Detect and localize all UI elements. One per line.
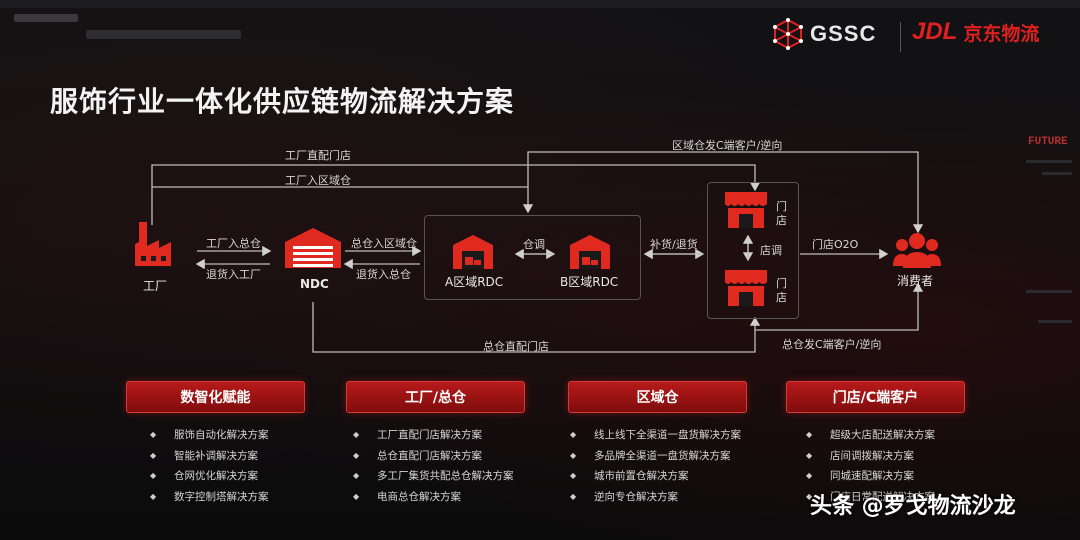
category-header-store-c: 门店/C端客户: [786, 381, 965, 413]
gssc-cube-icon: [773, 18, 803, 50]
list-item: 同城速配解决方案: [806, 466, 935, 487]
list-item: 逆向专仓解决方案: [570, 487, 741, 508]
line-main-direct-store: [312, 302, 761, 353]
blurred-header-text: [86, 30, 241, 39]
top-strip: [0, 0, 1080, 8]
list-item: 多工厂集货共配总仓解决方案: [353, 466, 514, 487]
store-group-box: [707, 182, 799, 319]
deco-line: [1026, 160, 1072, 163]
list-item: 电商总仓解决方案: [353, 487, 514, 508]
rdc-b-warehouse-icon: [570, 235, 610, 269]
label-main-direct-store: 总仓直配门店: [483, 340, 549, 353]
label-replenish-return: 补货/退货: [650, 238, 698, 251]
list-item: 服饰自动化解决方案: [150, 425, 269, 446]
page-title: 服饰行业一体化供应链物流解决方案: [50, 85, 515, 118]
rdc-b-label: B区域RDC: [560, 275, 619, 289]
label-factory-to-region: 工厂入区域仓: [285, 174, 351, 187]
label-return-to-main: 退货入总仓: [356, 268, 411, 281]
deco-line: [1042, 172, 1072, 175]
list-item: 总仓直配门店解决方案: [353, 446, 514, 467]
label-main-to-c: 总仓发C端客户/逆向: [782, 338, 882, 351]
list-item: 多品牌全渠道一盘货解决方案: [570, 446, 741, 467]
label-warehouse-transfer: 仓调: [523, 238, 545, 251]
watermark: 头条 @罗戈物流沙龙: [810, 494, 1016, 519]
factory-label: 工厂: [143, 279, 168, 293]
label-factory-to-main: 工厂入总仓: [206, 237, 261, 250]
category-header-region: 区域仓: [568, 381, 747, 413]
consumer-label: 消费者: [897, 274, 934, 288]
future-tag: FUTURE: [1028, 136, 1068, 148]
logo-divider: [900, 22, 901, 52]
list-item: 超级大店配送解决方案: [806, 425, 935, 446]
category-list-store-c: 超级大店配送解决方案 店间调拨解决方案 同城速配解决方案 门店日常配送解决方案: [806, 425, 935, 507]
list-item: 工厂直配门店解决方案: [353, 425, 514, 446]
ndc-warehouse-icon: [285, 228, 341, 268]
label-main-to-region: 总仓入区域仓: [351, 237, 417, 250]
label-region-to-c: 区域仓发C端客户/逆向: [672, 139, 783, 152]
category-header-factory-main: 工厂/总仓: [346, 381, 525, 413]
label-factory-direct-store: 工厂直配门店: [285, 149, 351, 162]
jdl-logo-text: JDL: [912, 18, 958, 45]
label-store-o2o: 门店O2O: [812, 238, 859, 251]
category-list-region: 线上线下全渠道一盘货解决方案 多品牌全渠道一盘货解决方案 城市前置仓解决方案 逆…: [570, 425, 741, 507]
consumer-icon: [893, 233, 941, 268]
label-store-transfer: 店调: [760, 244, 782, 257]
gssc-logo-text: GSSC: [810, 21, 877, 46]
store-top-icon: [725, 192, 767, 228]
list-item: 数字控制塔解决方案: [150, 487, 269, 508]
label-return-to-factory: 退货入工厂: [206, 268, 261, 281]
line-factory-to-region: [152, 186, 534, 214]
gssc-logo: GSSC: [772, 18, 876, 50]
store-bottom-label: 门店: [776, 277, 787, 304]
store-bottom-icon: [725, 270, 767, 306]
deco-line: [1038, 320, 1072, 323]
category-list-factory-main: 工厂直配门店解决方案 总仓直配门店解决方案 多工厂集货共配总仓解决方案 电商总仓…: [353, 425, 514, 507]
factory-icon: [135, 222, 171, 266]
line-region-to-c: [527, 151, 924, 234]
jdl-logo: JDL 京东物流: [912, 18, 1039, 46]
rdc-a-label: A区域RDC: [445, 275, 504, 289]
line-factory-direct-store: [151, 164, 761, 225]
blurred-header-text: [14, 14, 78, 22]
jdl-logo-cn-text: 京东物流: [963, 22, 1040, 45]
ndc-label: NDC: [300, 277, 329, 291]
store-top-label: 门店: [776, 200, 787, 227]
list-item: 门店日常配送解决方案: [806, 487, 935, 508]
category-list-digital: 服饰自动化解决方案 智能补调解决方案 仓网优化解决方案 数字控制塔解决方案: [150, 425, 269, 507]
list-item: 城市前置仓解决方案: [570, 466, 741, 487]
list-item: 仓网优化解决方案: [150, 466, 269, 487]
category-header-digital: 数智化赋能: [126, 381, 305, 413]
rdc-group-box: [424, 215, 641, 300]
list-item: 智能补调解决方案: [150, 446, 269, 467]
rdc-a-warehouse-icon: [453, 235, 493, 269]
line-main-to-c: [755, 282, 924, 331]
list-item: 线上线下全渠道一盘货解决方案: [570, 425, 741, 446]
list-item: 店间调拨解决方案: [806, 446, 935, 467]
deco-line: [1026, 290, 1072, 293]
